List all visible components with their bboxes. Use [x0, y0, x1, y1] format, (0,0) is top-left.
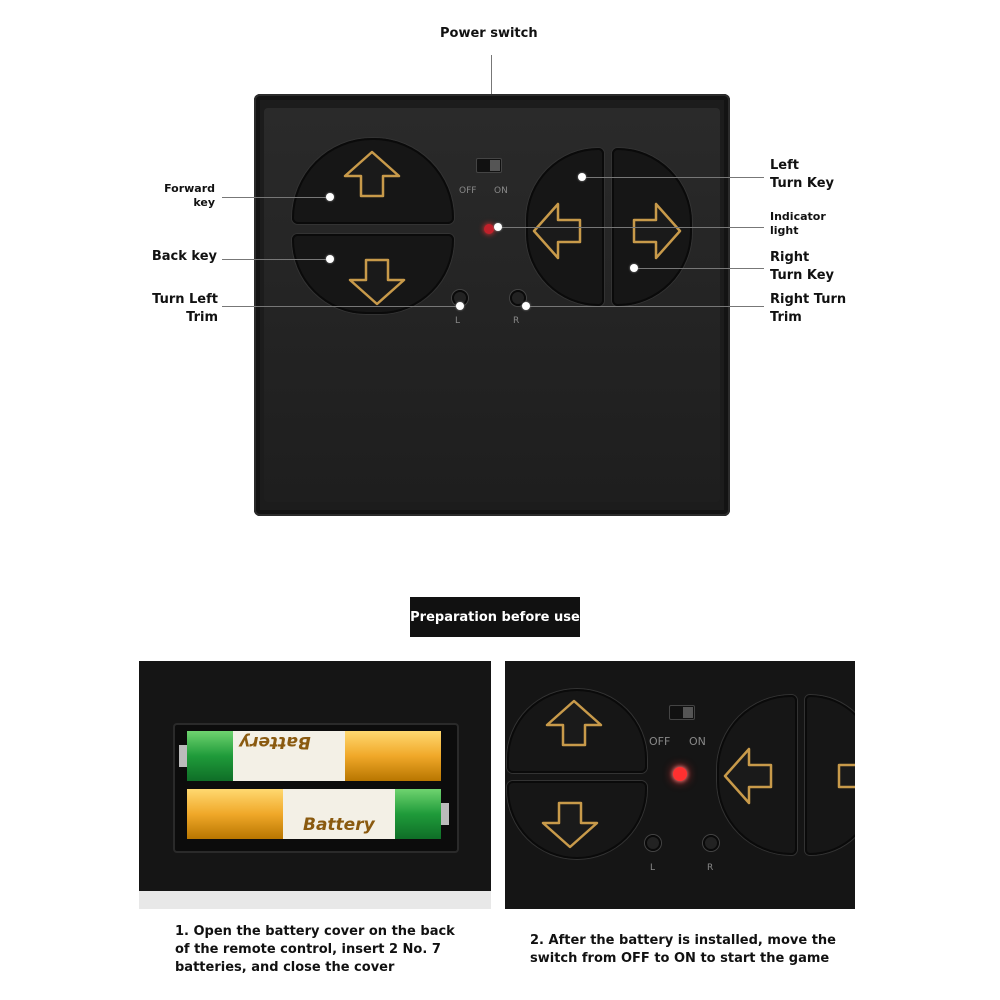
remote-control: OFF ON L R [254, 94, 730, 516]
left-arrow-icon [532, 202, 582, 260]
switch-on-label: ON [494, 186, 508, 196]
indicator-led [484, 224, 494, 234]
down-arrow-icon [348, 258, 406, 306]
photo-right-arrow-icon [837, 763, 855, 789]
switch-on-photo: OFF ON L R [505, 661, 855, 909]
left-turn-key-label: Left Turn Key [770, 157, 834, 193]
right-turn-trim-label: Right Turn Trim [770, 291, 846, 327]
forward-key-label-line1: Forward [164, 182, 215, 195]
right-turn-key-line2: Turn Key [770, 268, 835, 283]
switch-knob[interactable] [490, 160, 500, 171]
turn-left-trim-line2: Trim [186, 310, 218, 325]
left-turn-key-dot [578, 173, 586, 181]
step1-caption: 1. Open the battery cover on the back of… [175, 923, 455, 977]
photo-forward-button [507, 689, 647, 773]
battery-2: Battery [179, 789, 449, 839]
right-turn-key-leader [634, 268, 764, 269]
turn-left-trim-line1: Turn Left [152, 292, 218, 307]
photo-indicator-led [673, 767, 687, 781]
right-turn-trim-line2: Trim [770, 310, 802, 325]
photo-up-arrow-icon [545, 699, 603, 747]
step1-line3: batteries, and close the cover [175, 960, 395, 975]
forward-key-label-line2: key [193, 196, 215, 209]
forward-key-label: Forward key [140, 182, 215, 210]
photo-back-button [507, 781, 647, 859]
left-turn-key-leader [582, 177, 764, 178]
right-arrow-icon [632, 202, 682, 260]
trim-right-button[interactable] [510, 290, 526, 306]
remote-edge [139, 891, 491, 909]
right-turn-key-line1: Right [770, 250, 810, 265]
power-switch-label: Power switch [440, 26, 538, 41]
right-turn-trim-leader [526, 306, 764, 307]
left-turn-key-line2: Turn Key [770, 176, 835, 191]
photo-switch-on-label: ON [689, 735, 706, 748]
photo-trim-left [645, 835, 661, 851]
back-key-dot [326, 255, 334, 263]
step1-line1: 1. Open the battery cover on the back [175, 924, 455, 939]
photo-down-arrow-icon [541, 801, 599, 849]
turn-left-trim-label: Turn Left Trim [130, 291, 218, 327]
up-arrow-icon [343, 150, 401, 198]
indicator-light-line1: Indicator [770, 210, 826, 223]
photo-switch-off-label: OFF [649, 735, 671, 748]
battery-1-brand: Battery [239, 732, 311, 752]
section-title: Preparation before use [410, 597, 580, 637]
photo-left-turn-button [717, 695, 797, 855]
right-turn-key-dot [630, 264, 638, 272]
step2-caption: 2. After the battery is installed, move … [530, 932, 836, 968]
trim-left-button[interactable] [452, 290, 468, 306]
right-turn-trim-dot [522, 302, 530, 310]
right-turn-trim-line1: Right Turn [770, 292, 847, 307]
photo-trim-left-label: L [650, 863, 656, 873]
trim-left-label: L [455, 316, 461, 326]
step2-line2: switch from OFF to ON to start the game [530, 951, 830, 966]
switch-off-label: OFF [459, 186, 477, 196]
battery-compartment-photo: Battery Battery [139, 661, 491, 909]
indicator-light-dot [494, 223, 502, 231]
step2-line1: 2. After the battery is installed, move … [530, 933, 836, 948]
step1-line2: of the remote control, insert 2 No. 7 [175, 942, 441, 957]
photo-left-arrow-icon [723, 747, 773, 805]
left-turn-key-line1: Left [770, 158, 799, 173]
forward-key-dot [326, 193, 334, 201]
photo-right-turn-button [805, 695, 855, 855]
battery-2-brand: Battery [303, 815, 375, 835]
turn-left-trim-dot [456, 302, 464, 310]
back-key-leader [222, 259, 330, 260]
turn-left-trim-leader [222, 306, 460, 307]
battery-1: Battery [179, 731, 449, 781]
indicator-light-leader [498, 227, 764, 228]
photo-power-switch [669, 705, 695, 720]
back-key-label: Back key [151, 249, 217, 264]
indicator-light-line2: light [770, 224, 799, 237]
photo-trim-right [703, 835, 719, 851]
right-turn-key-label: Right Turn Key [770, 249, 834, 285]
forward-key-leader [222, 197, 330, 198]
trim-right-label: R [513, 316, 520, 326]
power-switch[interactable] [476, 158, 502, 173]
photo-trim-right-label: R [707, 863, 714, 873]
indicator-light-label: Indicator light [770, 210, 826, 238]
